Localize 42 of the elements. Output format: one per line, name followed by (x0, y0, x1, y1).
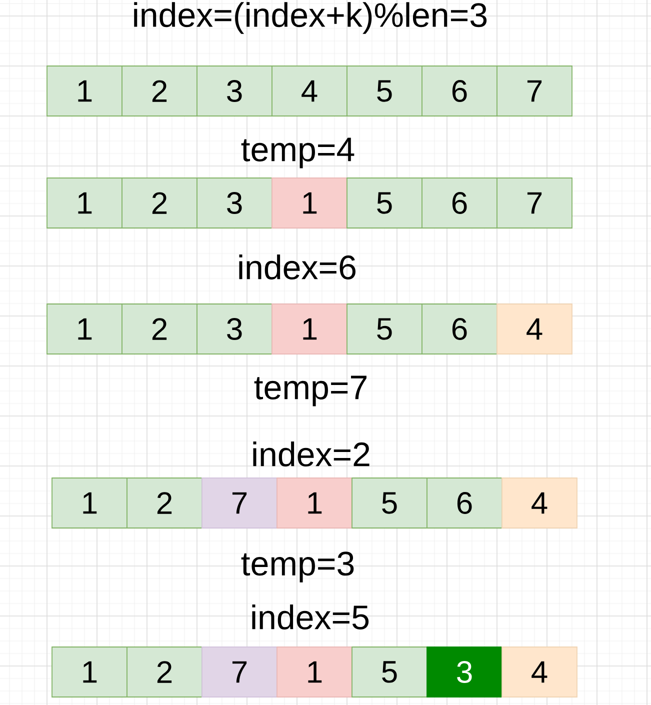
step-label: temp=3 (241, 552, 354, 582)
array-cell: 1 (276, 646, 352, 698)
array-cell: 2 (122, 66, 198, 116)
array-cell: 2 (126, 478, 202, 528)
array-cell: 5 (346, 304, 422, 354)
array-cell: 1 (46, 178, 122, 228)
array-cell: 7 (496, 66, 572, 116)
step-label: index=2 (253, 442, 370, 466)
array-cell: 7 (496, 178, 572, 228)
array-cell: 7 (202, 646, 278, 698)
step-label: temp=7 (254, 376, 366, 406)
array-cell: 5 (346, 66, 422, 116)
array-cell: 6 (426, 478, 502, 528)
array-cell: 4 (272, 66, 348, 116)
array-cell: 5 (346, 178, 422, 228)
array-cell: 4 (496, 304, 572, 354)
array-cell: 1 (46, 304, 122, 354)
array-cell: 3 (426, 646, 502, 698)
array-cell: 3 (196, 178, 272, 228)
array-cell: 4 (502, 646, 578, 698)
array-cell: 6 (422, 66, 498, 116)
step-label: index=5 (252, 604, 369, 630)
step-label: temp=4 (241, 138, 354, 168)
array-cell: 1 (272, 178, 348, 228)
step-label: index=6 (239, 254, 356, 280)
array-cell: 1 (46, 66, 122, 116)
array-cell: 2 (126, 646, 202, 698)
array-cell: 1 (276, 478, 352, 528)
array-cell: 2 (122, 178, 198, 228)
array-cell: 4 (502, 478, 578, 528)
array-cell: 6 (422, 304, 498, 354)
array-cell: 2 (122, 304, 198, 354)
array-cell: 5 (352, 646, 428, 698)
array-cell: 1 (52, 646, 128, 698)
array-cell: 6 (422, 178, 498, 228)
array-cell: 7 (202, 478, 278, 528)
array-cell: 3 (196, 66, 272, 116)
array-cell: 1 (272, 304, 348, 354)
array-cell: 3 (196, 304, 272, 354)
array-cell: 1 (52, 478, 128, 528)
step-label: index=(index+k)%len=3 (134, 2, 487, 34)
array-cell: 5 (352, 478, 428, 528)
